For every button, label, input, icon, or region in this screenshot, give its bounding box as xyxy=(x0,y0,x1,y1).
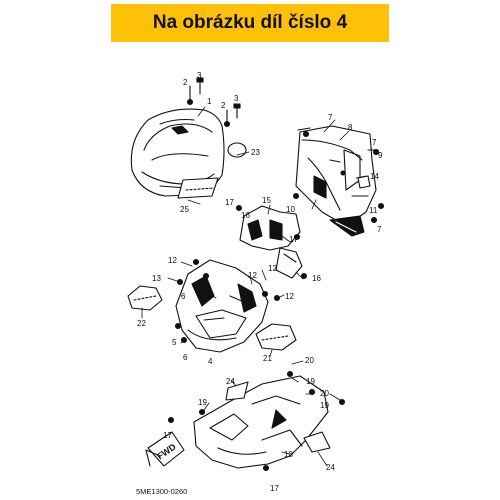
label-17c: 17 xyxy=(163,431,172,440)
label-16b: 16 xyxy=(312,274,321,283)
bolts-top xyxy=(186,77,241,128)
label-10: 10 xyxy=(286,205,295,214)
part-under-cover-18 xyxy=(193,375,329,469)
label-8: 8 xyxy=(348,123,353,132)
label-17: 17 xyxy=(225,198,234,207)
label-3: 3 xyxy=(197,71,202,80)
label-12c: 12 xyxy=(268,264,277,273)
part-decal-24-upper xyxy=(225,381,249,401)
label-17b: 17 xyxy=(289,235,298,244)
label-6b: 6 xyxy=(183,353,188,362)
label-20b: 20 xyxy=(320,389,329,398)
label-16: 16 xyxy=(241,211,250,220)
part-decal-21 xyxy=(255,323,297,351)
part-inner-panel xyxy=(295,125,377,237)
label-15: 15 xyxy=(262,196,271,205)
label-14: 14 xyxy=(370,172,379,181)
part-4-lower-shield xyxy=(175,259,269,353)
part-labels: 1 2 3 2 3 23 25 7 8 7 9 14 10 11 7 17 15… xyxy=(136,71,383,496)
label-19b: 19 xyxy=(198,398,207,407)
header-banner: Na obrázku díl číslo 4 xyxy=(111,4,389,42)
label-18: 18 xyxy=(284,450,293,459)
diagram-code: 5ME1300-0260 xyxy=(136,487,187,496)
label-21: 21 xyxy=(263,354,272,363)
label-20: 20 xyxy=(305,356,314,365)
label-5: 5 xyxy=(172,338,177,347)
part-decal-25 xyxy=(177,177,219,199)
part-clip-14 xyxy=(357,175,371,189)
part-decal-22 xyxy=(127,285,163,311)
label-7: 7 xyxy=(328,113,333,122)
label-24b: 24 xyxy=(326,463,335,472)
header-title: Na obrázku díl číslo 4 xyxy=(152,12,348,33)
label-1: 1 xyxy=(207,97,212,106)
label-19c: 19 xyxy=(320,401,329,410)
label-2: 2 xyxy=(183,78,188,87)
label-19: 19 xyxy=(306,377,315,386)
label-23: 23 xyxy=(251,148,260,157)
label-7c: 7 xyxy=(377,225,382,234)
label-12d: 12 xyxy=(285,292,294,301)
label-6: 6 xyxy=(181,292,186,301)
label-11: 11 xyxy=(369,206,378,215)
label-25: 25 xyxy=(180,205,189,214)
label-2b: 2 xyxy=(221,101,226,110)
label-12: 12 xyxy=(168,256,177,265)
label-22: 22 xyxy=(137,319,146,328)
label-12b: 12 xyxy=(248,271,257,280)
part-decal-24-lower xyxy=(303,431,331,453)
label-24: 24 xyxy=(226,377,235,386)
label-7b: 7 xyxy=(372,138,377,147)
label-4: 4 xyxy=(208,357,213,366)
part-center-bracket xyxy=(239,205,303,279)
fwd-arrow-icon xyxy=(145,431,185,467)
label-13: 13 xyxy=(152,274,161,283)
label-17d: 17 xyxy=(270,484,279,493)
label-9: 9 xyxy=(378,151,383,160)
label-3b: 3 xyxy=(234,94,239,103)
